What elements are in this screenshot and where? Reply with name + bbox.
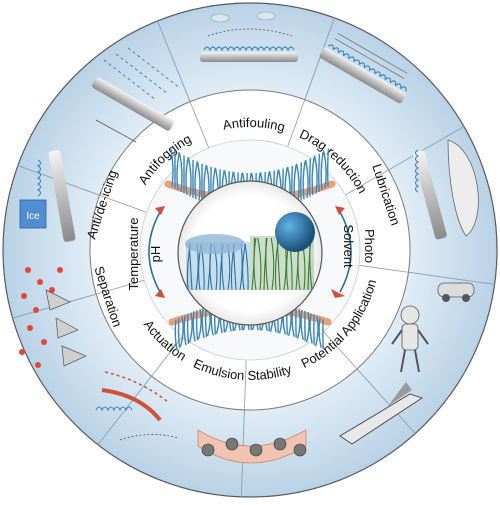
label-antifouling: Antifouling <box>222 115 287 135</box>
separation-illustration <box>19 267 87 368</box>
lubrication-illustration <box>413 139 479 240</box>
antifouling-illustration <box>200 11 298 62</box>
left-arrow <box>148 206 165 298</box>
stimulus-photo: Photo <box>362 229 377 263</box>
drag-reduction-illustration <box>319 33 408 104</box>
water-droplet <box>275 212 315 252</box>
actuation-illustration <box>95 371 179 441</box>
label-dividers <box>96 99 409 410</box>
emulsion-stability-illustration <box>197 429 307 464</box>
ice-block <box>19 199 47 229</box>
stimulus-temperature: Temperature <box>126 218 141 291</box>
center-brush <box>185 212 315 291</box>
right-arrow <box>331 206 352 298</box>
stimulus-solvent: Solvent <box>341 224 356 268</box>
anti-de-icing-illustration: Ice <box>19 150 76 242</box>
ice-label: Ice <box>26 211 40 222</box>
stimulus-ph: pH <box>148 246 163 263</box>
potential-application-illustration <box>339 282 475 445</box>
antifogging-illustration <box>92 47 181 143</box>
